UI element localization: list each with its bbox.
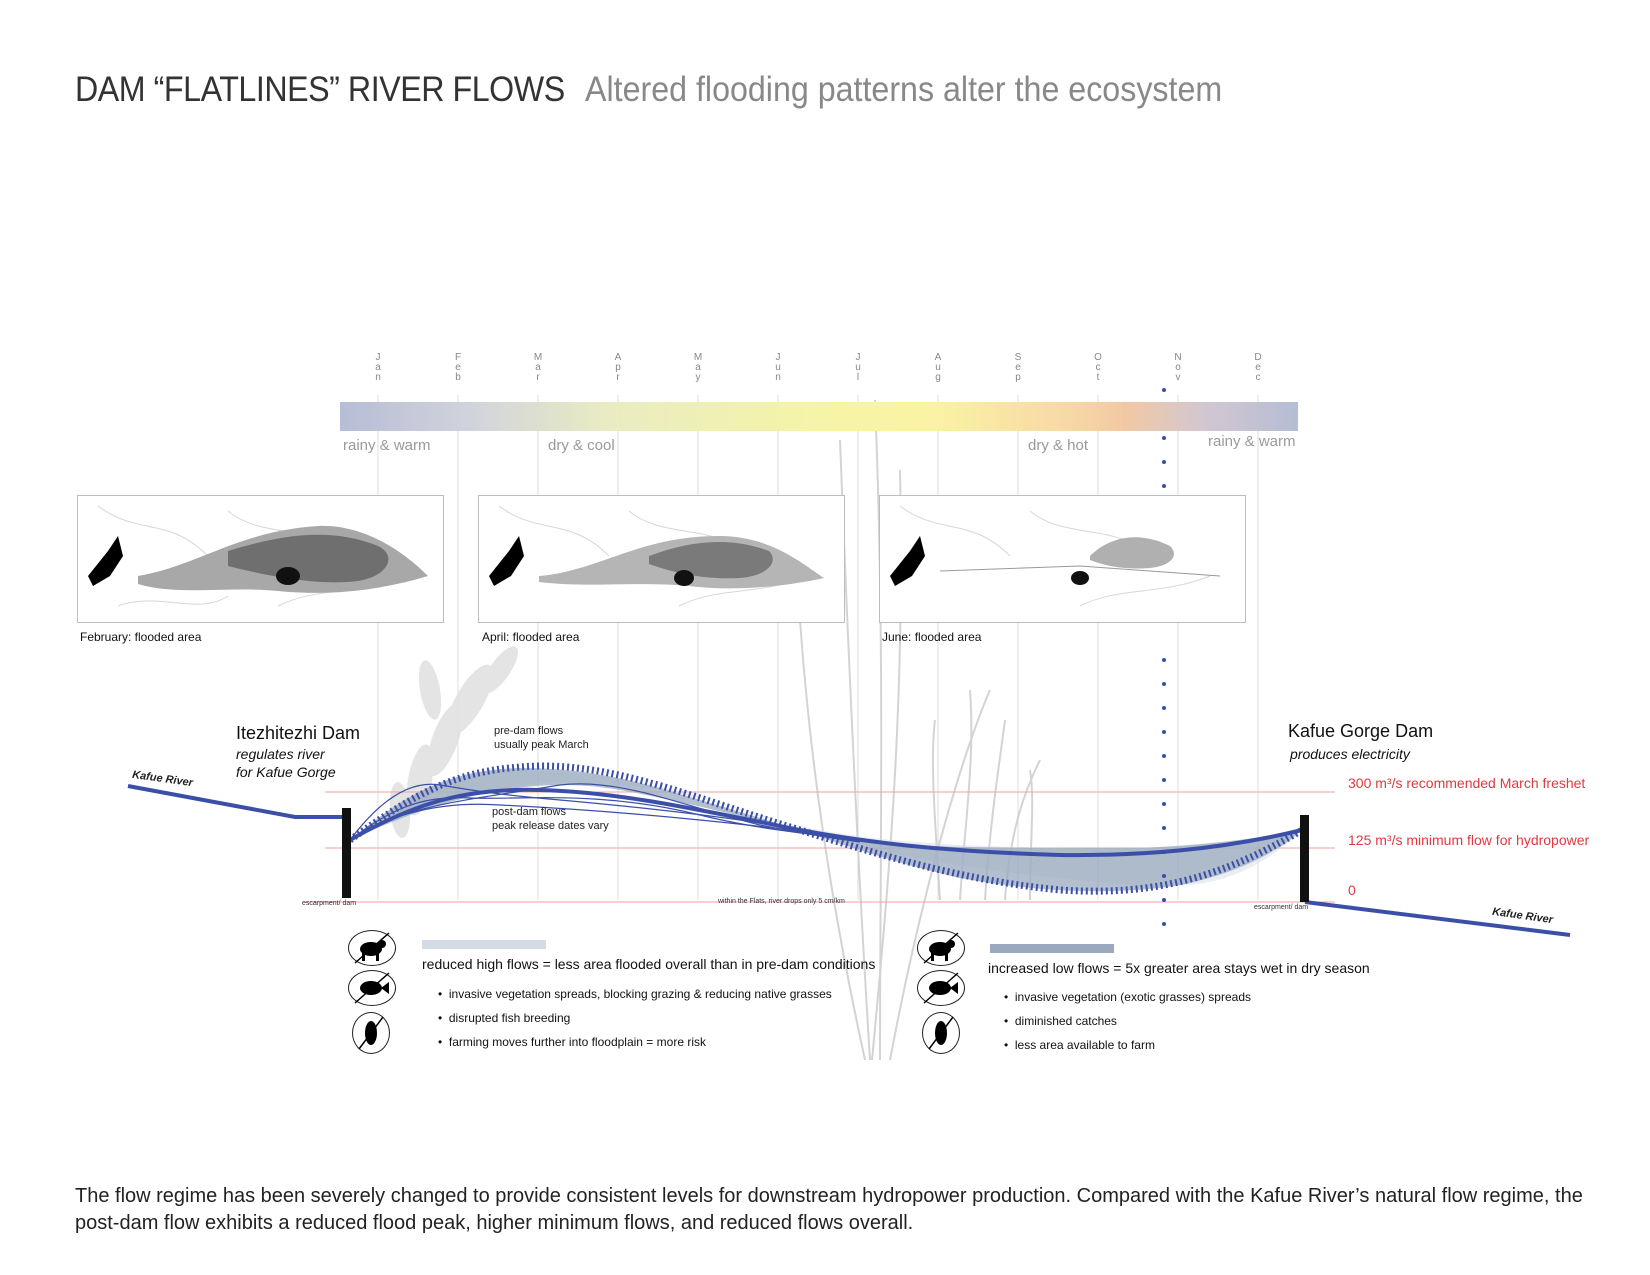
itezhitezhi-dam-sub-2: for Kafue Gorge bbox=[236, 764, 336, 780]
legend-reduced-bullet-3: • farming moves further into floodplain … bbox=[438, 1035, 706, 1049]
map-june-graphic bbox=[890, 505, 1221, 607]
level-300-label: 300 m³/s recommended March freshet bbox=[1348, 775, 1586, 791]
legend-reduced-heading: reduced high flows = less area flooded o… bbox=[422, 956, 876, 972]
map-april-graphic bbox=[489, 505, 824, 607]
legend-reduced-bullet-2: • disrupted fish breeding bbox=[438, 1011, 571, 1025]
river-right bbox=[1304, 900, 1571, 937]
fish-icon-graphic-right bbox=[923, 972, 959, 1004]
pre-dam-label-2: usually peak March bbox=[494, 739, 589, 751]
crop-crossed-icon bbox=[352, 1012, 390, 1054]
cattle-crossed-icon bbox=[348, 930, 396, 966]
kafue-gorge-dam-sub: produces electricity bbox=[1290, 746, 1410, 762]
escarpment-label-right: escarpment/ dam bbox=[1254, 904, 1309, 911]
month-guides bbox=[377, 395, 1259, 900]
fish-icon-graphic bbox=[354, 972, 390, 1004]
footer-caption: The flow regime has been severely change… bbox=[75, 1185, 1583, 1234]
map-caption-june: June: flooded area bbox=[882, 630, 982, 644]
itezhitezhi-dam-sub-1: regulates river bbox=[236, 746, 325, 762]
crop-icon-graphic-right bbox=[928, 1016, 954, 1050]
legend-increased-bullet-3: • less area available to farm bbox=[1004, 1038, 1155, 1052]
pre-dam-fill bbox=[350, 768, 1302, 892]
plant-illustration bbox=[389, 646, 519, 838]
post-dam-label-2: peak release dates vary bbox=[492, 820, 609, 832]
itezhitezhi-dam-title: Itezhitezhi Dam bbox=[236, 723, 361, 743]
map-february bbox=[77, 495, 444, 623]
kafue-gorge-dam-title: Kafue Gorge Dam bbox=[1288, 721, 1434, 741]
map-caption-february: February: flooded area bbox=[80, 630, 202, 644]
legend-reduced-bullet-1: • invasive vegetation spreads, blocking … bbox=[438, 987, 832, 1001]
season-label-1: rainy & warm bbox=[343, 437, 431, 454]
season-label-2: dry & cool bbox=[548, 437, 615, 454]
fish-crossed-icon bbox=[348, 970, 396, 1006]
legend-increased-bullet-1: • invasive vegetation (exotic grasses) s… bbox=[1004, 990, 1251, 1004]
map-june bbox=[879, 495, 1246, 623]
crop-icon-graphic bbox=[358, 1016, 384, 1050]
river-left bbox=[127, 784, 345, 819]
post-dam-label-1: post-dam flows bbox=[492, 806, 566, 818]
reduced-flow-swatch bbox=[422, 940, 546, 949]
map-february-graphic bbox=[88, 505, 428, 607]
level-125-label: 125 m³/s minimum flow for hydropower bbox=[1348, 832, 1590, 848]
pre-dam-label-1: pre-dam flows bbox=[494, 725, 564, 737]
crop-crossed-icon-right bbox=[922, 1012, 960, 1054]
season-gradient-bar bbox=[340, 402, 1298, 431]
itezhitezhi-dam-wall bbox=[342, 808, 351, 898]
map-caption-april: April: flooded area bbox=[482, 630, 580, 644]
post-dam-main-flow bbox=[349, 787, 1303, 858]
escarpment-label-left: escarpment/ dam bbox=[302, 900, 357, 907]
fish-crossed-icon-right bbox=[917, 970, 965, 1006]
season-label-4: rainy & warm bbox=[1208, 433, 1296, 450]
legend-increased-bullet-2: • diminished catches bbox=[1004, 1014, 1117, 1028]
cattle-crossed-icon-right bbox=[917, 930, 965, 966]
increased-flow-swatch bbox=[990, 944, 1114, 953]
pre-dam-flow-curve bbox=[347, 762, 1304, 895]
page-subtitle: Altered flooding patterns alter the ecos… bbox=[585, 70, 1223, 109]
cattle-icon-graphic-right bbox=[923, 932, 959, 964]
kafue-gorge-dam-wall bbox=[1300, 815, 1309, 902]
map-april bbox=[478, 495, 845, 623]
cattle-icon-graphic bbox=[354, 932, 390, 964]
page-title: DAM “FLATLINES” RIVER FLOWS bbox=[75, 70, 565, 109]
november-rain-drops bbox=[1162, 388, 1166, 926]
season-label-3: dry & hot bbox=[1028, 437, 1089, 454]
legend-increased-heading: increased low flows = 5x greater area st… bbox=[988, 960, 1370, 976]
flats-drop-label: within the Flats, river drops only 5 cm/… bbox=[718, 898, 845, 905]
level-0-label: 0 bbox=[1348, 882, 1356, 898]
